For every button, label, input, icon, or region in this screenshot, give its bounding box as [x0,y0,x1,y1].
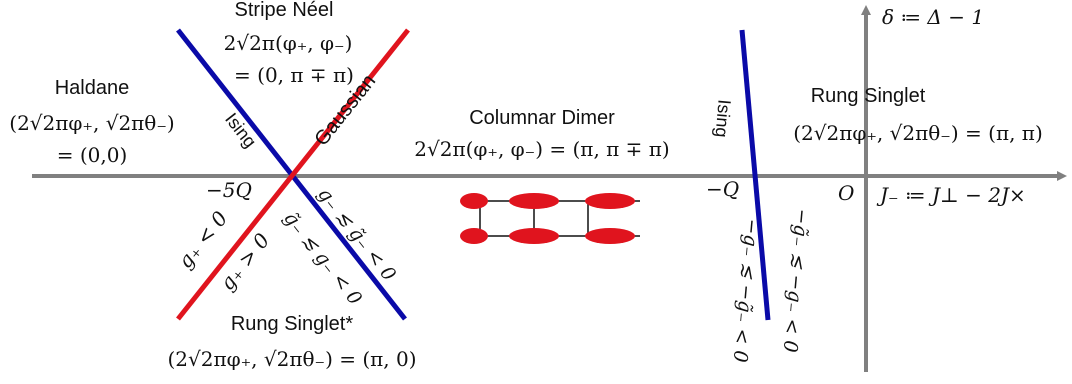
ising-right-line [739,29,771,321]
y-axis-label: δ ≔ Δ − 1 [882,5,984,29]
rung-singlet-star-formula: (2√2πφ₊, √2πθ₋) = (π, 0) [167,347,416,371]
columnar-dimer-ladder-icon [460,193,640,244]
rung-singlet-star-title: Rung Singlet* [231,313,354,335]
x-axis-label: J₋ ≔ J⊥ − 2J× [876,183,1026,207]
stripe-neel-formula: 2√2π(φ₊, φ₋) [224,31,353,55]
dimer-ellipse [585,193,635,209]
dimer-ellipse [509,228,559,244]
gaussian-line [176,28,410,321]
tick-minus-q: −Q [706,177,739,201]
haldane-value: = (0,0) [57,143,128,167]
ising-left-label: Ising [221,109,260,151]
columnar-dimer-title: Columnar Dimer [469,107,615,129]
tick-minus-5q: −5Q [206,178,252,202]
ising-right-label: Ising [711,99,734,139]
rung-singlet-title: Rung Singlet [811,85,926,107]
origin-label: O [838,181,854,205]
stripe-neel-value: = (0, π ∓ π) [234,63,354,87]
dimer-ellipse [509,193,559,209]
rung-singlet-formula: (2√2πφ₊, √2πθ₋) = (π, π) [793,121,1043,145]
columnar-dimer-formula: 2√2π(φ₊, φ₋) = (π, π ∓ π) [414,137,669,161]
dimer-ellipse [460,193,488,209]
stripe-neel-title: Stripe Néel [235,0,334,21]
haldane-title: Haldane [55,77,130,99]
cond-right-b-label: −g̃₋ ≲ −g₋ < 0 [779,208,813,354]
dimer-ellipse [585,228,635,244]
haldane-formula: (2√2πφ₊, √2πθ₋) [9,111,174,135]
cond-right-a-label: −g₋ ≲ −g̃₋ < 0 [729,218,763,364]
dimer-ellipse [460,228,488,244]
